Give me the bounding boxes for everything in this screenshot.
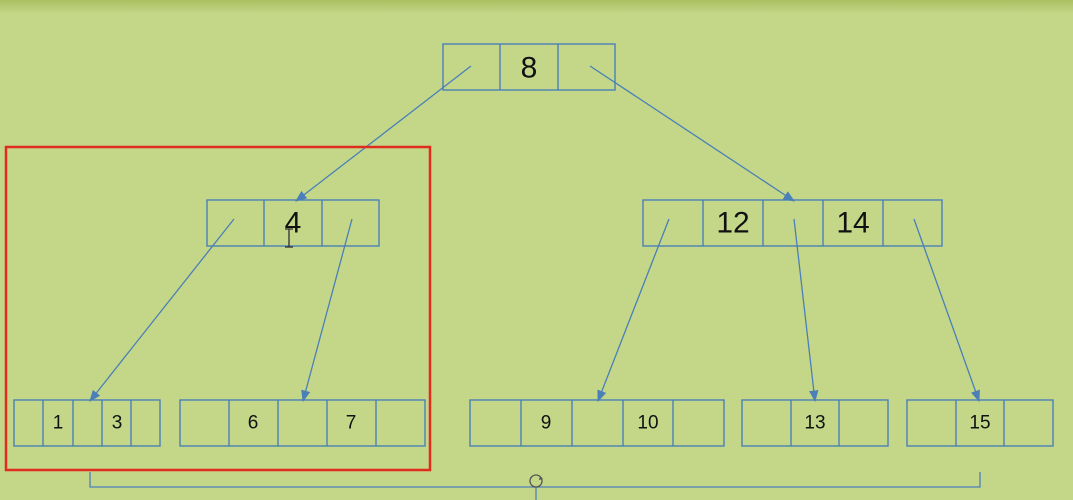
- leaf-node-border: [906, 399, 1054, 447]
- leaf-key: 3: [112, 413, 123, 434]
- pointer-arrow: [913, 218, 980, 403]
- leaf-node-border: [13, 399, 161, 447]
- internal-node-left-key: 4: [285, 207, 302, 240]
- root-node: 8: [442, 43, 616, 91]
- leaf-key: 10: [637, 413, 658, 434]
- internal-node-left-border: [206, 199, 380, 247]
- rotate-handle-icon[interactable]: [529, 474, 543, 488]
- leaf-key: 7: [346, 413, 357, 434]
- leaf-node: 15: [906, 399, 1054, 447]
- pointer-arrow: [301, 218, 353, 403]
- root-node-border: [442, 43, 616, 91]
- pointer-arrow: [597, 218, 670, 403]
- internal-node-right-key: 12: [716, 207, 749, 240]
- text-cursor-icon: [285, 228, 293, 248]
- leaf-node-border: [469, 399, 725, 447]
- pointer-arrows: [89, 65, 980, 403]
- slide-top-edge: [0, 0, 1073, 14]
- leaf-key: 6: [248, 413, 259, 434]
- internal-node-right-key: 14: [836, 207, 869, 240]
- leaf-key: 15: [969, 413, 990, 434]
- leaf-node: 9 10: [469, 399, 725, 447]
- pointer-arrow: [589, 65, 795, 202]
- leaf-key: 13: [804, 413, 825, 434]
- highlight-box[interactable]: [4, 145, 432, 472]
- root-key: 8: [521, 52, 538, 85]
- pointer-arrow: [89, 218, 235, 402]
- pointer-arrow: [793, 218, 819, 403]
- leaf-node: 1 3: [13, 399, 161, 447]
- pointer-arrow: [295, 65, 472, 202]
- leaf-key: 1: [53, 413, 64, 434]
- leaf-key: 9: [541, 413, 552, 434]
